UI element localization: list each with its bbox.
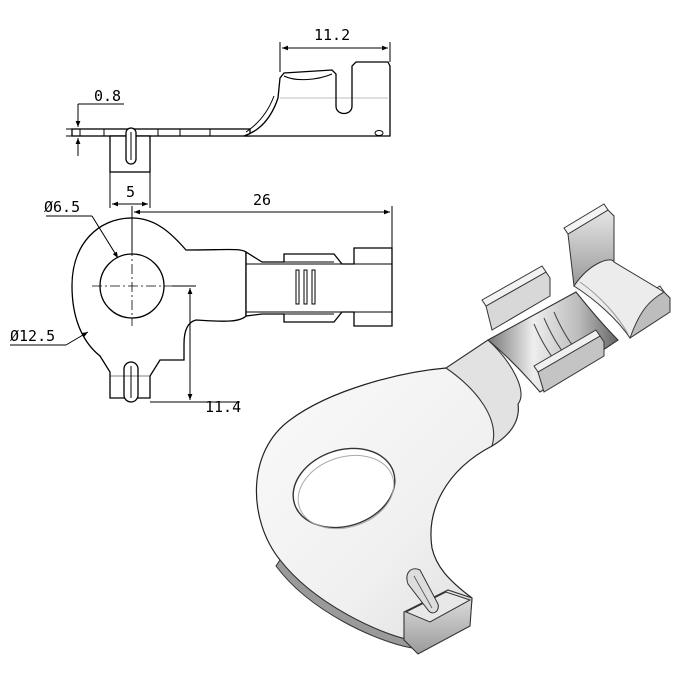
dim-26-label: 26 [253, 191, 271, 209]
dim-5-label: 5 [126, 183, 135, 201]
iso-rear-barrel [573, 259, 665, 340]
dim-ring-label: Ø12.5 [10, 327, 55, 345]
iso-neck [445, 339, 522, 448]
side-bend-line [245, 95, 275, 133]
iso-tongue-slot-line [413, 575, 433, 609]
top-serrations [295, 269, 316, 305]
iso-rear-wing-left-top [563, 203, 609, 235]
dim-11-4-label: 11.4 [205, 398, 241, 416]
iso-front-wing-right-top [533, 329, 601, 373]
dim-hole-label: Ø6.5 [44, 198, 80, 216]
iso-stud-hole [292, 447, 396, 529]
side-barrel-curve [283, 73, 333, 81]
side-view: 11.2 0.8 5 [66, 26, 391, 208]
dim-0-8-label: 0.8 [94, 87, 121, 105]
side-dimple [374, 130, 384, 136]
top-view: 26 Ø6.5 Ø12.5 11.4 [10, 191, 393, 416]
side-plate [71, 128, 251, 137]
side-barrel [243, 61, 391, 137]
iso-front-wing-left-top [481, 265, 547, 307]
iso-hole-wall [297, 454, 395, 530]
top-wing-upper [353, 247, 393, 265]
dim-ring-leader [65, 331, 89, 346]
isometric-view [255, 203, 671, 655]
dim-11-2-label: 11.2 [314, 26, 350, 44]
side-plate-ticks [79, 129, 211, 136]
dim-hole-leader [91, 215, 119, 259]
top-ring-outline [71, 217, 247, 399]
top-wing-lower [353, 311, 393, 327]
iso-rear-barrel-shade [579, 281, 629, 335]
